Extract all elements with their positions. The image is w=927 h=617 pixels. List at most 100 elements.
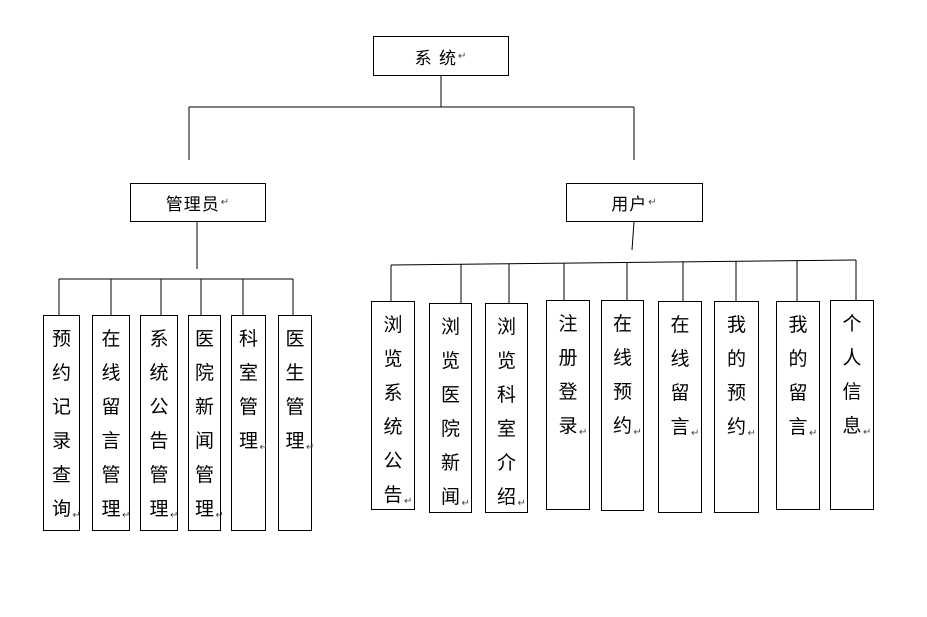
admin-leaf-4: 医院新闻管理↵	[188, 315, 224, 531]
leaf-char: 系	[383, 382, 403, 404]
leaf-char: 留	[101, 396, 121, 418]
paragraph-mark: ↵	[122, 510, 131, 521]
paragraph-mark: ↵	[259, 442, 268, 453]
leaf-char: 约	[726, 416, 746, 438]
leaf-char: 管	[285, 396, 305, 418]
leaf-char: 绍	[496, 486, 516, 508]
leaf-char: 统	[383, 416, 403, 438]
leaf-char: 理	[238, 430, 258, 452]
leaf-char: 浏	[383, 314, 403, 336]
leaf-char: 览	[383, 348, 403, 370]
leaf-char: 科	[238, 328, 258, 350]
user-leaf-7: 我的预约↵	[714, 301, 759, 513]
leaf-char: 在	[101, 328, 121, 350]
leaf-char: 浏	[496, 316, 516, 338]
leaf-char: 注	[558, 313, 578, 335]
root-node: 系 统↵	[373, 36, 509, 76]
leaf-char: 闻	[440, 486, 460, 508]
leaf-char: 公	[149, 396, 169, 418]
leaf-char: 院	[440, 418, 460, 440]
paragraph-mark: ↵	[691, 428, 700, 439]
paragraph-mark: ↵	[648, 197, 658, 208]
admin-leaf-6: 医生管理↵	[278, 315, 315, 531]
leaf-char: 登	[558, 381, 578, 403]
leaf-char: 医	[285, 328, 305, 350]
paragraph-mark: ↵	[215, 510, 224, 521]
leaf-char: 新	[194, 396, 214, 418]
leaf-char: 理	[149, 498, 169, 520]
user-leaf-9: 个人信息↵	[830, 300, 874, 510]
leaf-char: 记	[51, 396, 71, 418]
leaf-char: 览	[440, 350, 460, 372]
leaf-char: 约	[51, 362, 71, 384]
paragraph-mark: ↵	[404, 496, 413, 507]
paragraph-mark: ↵	[220, 197, 231, 208]
leaf-char: 理	[285, 430, 305, 452]
leaf-char: 我	[788, 314, 808, 336]
admin-node: 管理员↵	[130, 183, 266, 222]
leaf-char: 生	[285, 362, 305, 384]
leaf-char: 公	[383, 450, 403, 472]
leaf-char: 言	[101, 430, 121, 452]
user-leaf-5: 在线预约↵	[601, 300, 644, 511]
leaf-char: 统	[149, 362, 169, 384]
leaf-char: 医	[194, 328, 214, 350]
user-leaf-8: 我的留言↵	[776, 301, 820, 510]
leaf-char: 录	[51, 430, 71, 452]
paragraph-mark: ↵	[458, 50, 468, 62]
leaf-char: 预	[51, 328, 71, 350]
leaf-char: 管	[194, 464, 214, 486]
leaf-char: 线	[101, 362, 121, 384]
user-leaf-6: 在线留言↵	[658, 301, 702, 513]
leaf-char: 留	[670, 382, 690, 404]
leaf-char: 信	[842, 381, 862, 403]
leaf-char: 室	[238, 362, 258, 384]
leaf-char: 新	[440, 452, 460, 474]
leaf-char: 言	[670, 416, 690, 438]
root-node-label: 系 统	[414, 48, 457, 69]
leaf-char: 浏	[440, 316, 460, 338]
leaf-char: 个	[842, 313, 862, 335]
leaf-char: 息	[842, 415, 862, 437]
leaf-char: 科	[496, 384, 516, 406]
leaf-char: 的	[788, 348, 808, 370]
user-node: 用户↵	[566, 183, 703, 222]
paragraph-mark: ↵	[633, 427, 642, 438]
user-node-label: 用户	[611, 195, 648, 215]
leaf-char: 预	[726, 382, 746, 404]
paragraph-mark: ↵	[461, 498, 470, 509]
leaf-char: 管	[101, 464, 121, 486]
leaf-char: 录	[558, 415, 578, 437]
leaf-char: 的	[726, 348, 746, 370]
paragraph-mark: ↵	[747, 428, 756, 439]
leaf-char: 管	[238, 396, 258, 418]
leaf-char: 线	[612, 347, 632, 369]
leaf-char: 言	[788, 416, 808, 438]
user-leaf-3: 浏览科室介绍↵	[485, 303, 528, 513]
leaf-char: 闻	[194, 430, 214, 452]
leaf-char: 理	[194, 498, 214, 520]
leaf-char: 理	[101, 498, 121, 520]
leaf-char: 系	[149, 328, 169, 350]
paragraph-mark: ↵	[170, 510, 179, 521]
leaf-char: 室	[496, 418, 516, 440]
leaf-char: 线	[670, 348, 690, 370]
connector-line	[390, 259, 857, 266]
leaf-char: 询	[51, 498, 71, 520]
admin-leaf-3: 系统公告管理↵	[140, 315, 178, 531]
leaf-char: 预	[612, 381, 632, 403]
leaf-char: 留	[788, 382, 808, 404]
connector-line	[631, 221, 635, 251]
user-leaf-4: 注册登录↵	[546, 300, 590, 510]
admin-leaf-1: 预约记录查询↵	[43, 315, 81, 531]
admin-node-label: 管理员	[165, 195, 220, 215]
admin-leaf-2: 在线留言管理↵	[92, 315, 130, 531]
leaf-char: 告	[149, 430, 169, 452]
paragraph-mark: ↵	[306, 442, 315, 453]
leaf-char: 查	[51, 464, 71, 486]
paragraph-mark: ↵	[863, 427, 872, 438]
leaf-char: 览	[496, 350, 516, 372]
leaf-char: 在	[670, 314, 690, 336]
